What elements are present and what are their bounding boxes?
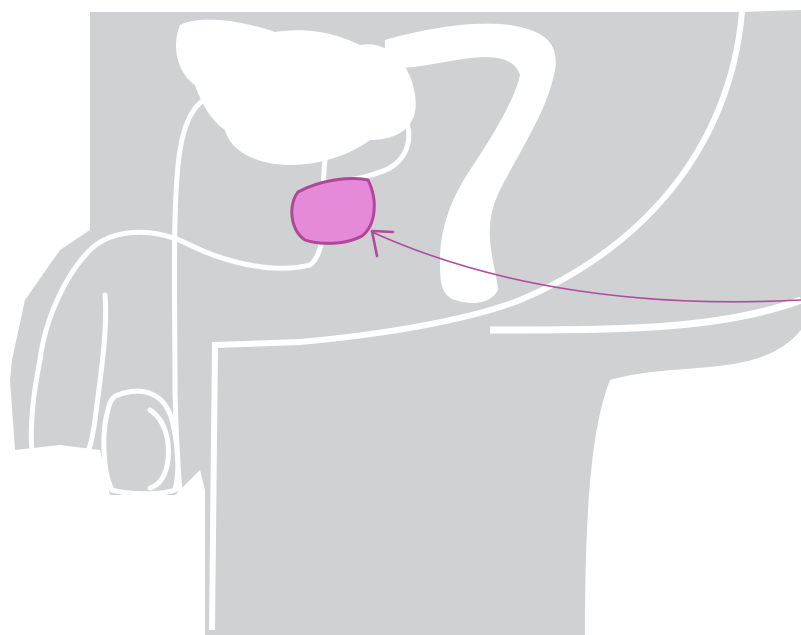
prostate [292,179,374,244]
